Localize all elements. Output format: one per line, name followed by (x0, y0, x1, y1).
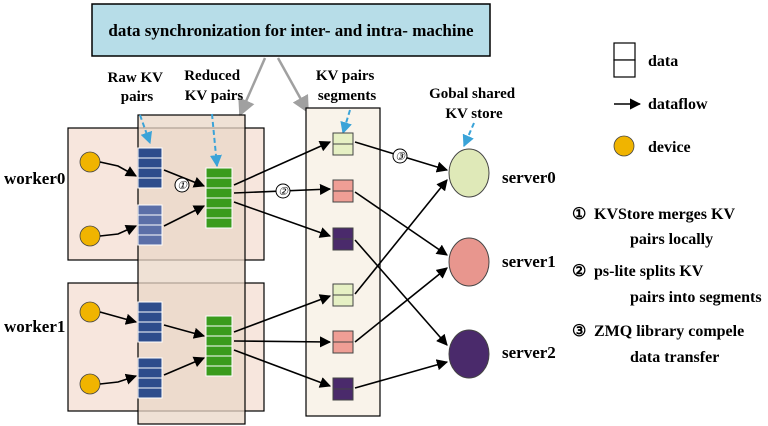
device-icon (79, 225, 101, 247)
note-3-line-2: data transfer (630, 349, 719, 366)
raw-kv-pointer (139, 114, 153, 145)
legend-device-label: device (648, 139, 691, 156)
servers (448, 148, 490, 379)
reduced-kv-stack (205, 167, 233, 229)
note-1-marker: ① (572, 206, 586, 223)
step-marker-2: ② (278, 186, 289, 198)
step-marker-1: ① (177, 180, 188, 192)
global-store-label: Gobal shared KV store (429, 86, 519, 122)
note-3-line-1: ZMQ library compele (594, 323, 744, 340)
flow-segment-server (354, 359, 449, 389)
segments-column (305, 107, 381, 417)
legend-dataflow-label: dataflow (648, 96, 708, 113)
note-1-line-2: pairs locally (630, 231, 713, 248)
flow-reduced-segment (233, 336, 332, 348)
raw-kv-stack (137, 204, 163, 246)
raw-kv-stack (137, 147, 163, 189)
banner-arrow-reduced (238, 57, 267, 117)
reduced-kv-stacks (205, 167, 233, 377)
worker0-label: worker0 (4, 169, 65, 188)
note-2-line-1: ps-lite splits KV (594, 263, 704, 280)
raw-kv-stack (137, 357, 163, 399)
sync-banner: data synchronization for inter- and intr… (91, 3, 491, 57)
device-icon (79, 151, 101, 173)
raw-kv-label: Raw KV pairs (108, 70, 167, 105)
kv-segments (332, 132, 354, 401)
reduced-kv-pointer (209, 113, 222, 168)
server0-label: server0 (502, 168, 556, 187)
banner-text: data synchronization for inter- and intr… (108, 21, 474, 40)
reduced-kv-label: Reduced KV pairs (184, 68, 244, 104)
note-2-line-2: pairs into segments (630, 289, 762, 306)
flow-reduced-segment (233, 294, 332, 333)
worker1-label: worker1 (4, 317, 65, 336)
flow-raw-reduced (163, 324, 206, 339)
segment-purple (332, 227, 354, 251)
segments-pointer (340, 109, 352, 135)
server1-label: server1 (502, 252, 556, 271)
device-icon (613, 135, 635, 157)
step-markers: ① ② ③ (174, 148, 408, 199)
flow-device-raw (99, 161, 137, 177)
server1-node (448, 237, 490, 287)
data-icon (613, 42, 636, 78)
devices (79, 151, 101, 395)
dataflow-arrows (99, 141, 449, 389)
server0-node (448, 148, 490, 198)
flow-segment-server (354, 239, 448, 346)
flow-reduced-segment (233, 201, 332, 238)
reduced-kv-stack (205, 315, 233, 377)
device-icon (79, 373, 101, 395)
banner-arrow-segments (276, 57, 310, 114)
segment-pink (332, 179, 354, 203)
flow-segment-server (354, 179, 448, 295)
note-2-marker: ② (572, 263, 586, 280)
flow-device-raw (99, 224, 138, 237)
device-icon (79, 301, 101, 323)
step-marker-3: ③ (395, 151, 406, 163)
server2-node (448, 329, 490, 379)
segment-green (332, 283, 354, 307)
flow-raw-reduced (163, 356, 206, 376)
flow-raw-reduced (163, 205, 206, 227)
flow-reduced-segment (233, 141, 332, 186)
global-store-pointer (462, 122, 475, 148)
note-3-marker: ③ (572, 323, 586, 340)
segments-label: KV pairs segments (316, 68, 378, 104)
raw-kv-stacks (137, 147, 163, 399)
flow-segment-server (354, 191, 448, 256)
flow-device-raw (99, 311, 138, 325)
note-1-line-1: KVStore merges KV (594, 206, 735, 223)
flow-reduced-segment (233, 349, 332, 388)
server2-label: server2 (502, 343, 556, 362)
legend: data dataflow device (613, 42, 708, 157)
segment-purple (332, 377, 354, 401)
raw-kv-stack (137, 301, 163, 343)
segment-green (332, 132, 354, 156)
flow-device-raw (99, 373, 138, 385)
flow-segment-server (354, 267, 448, 343)
notes: ① KVStore merges KV pairs locally ② ps-l… (572, 206, 762, 366)
legend-data-label: data (648, 53, 678, 70)
segment-pink (332, 330, 354, 354)
